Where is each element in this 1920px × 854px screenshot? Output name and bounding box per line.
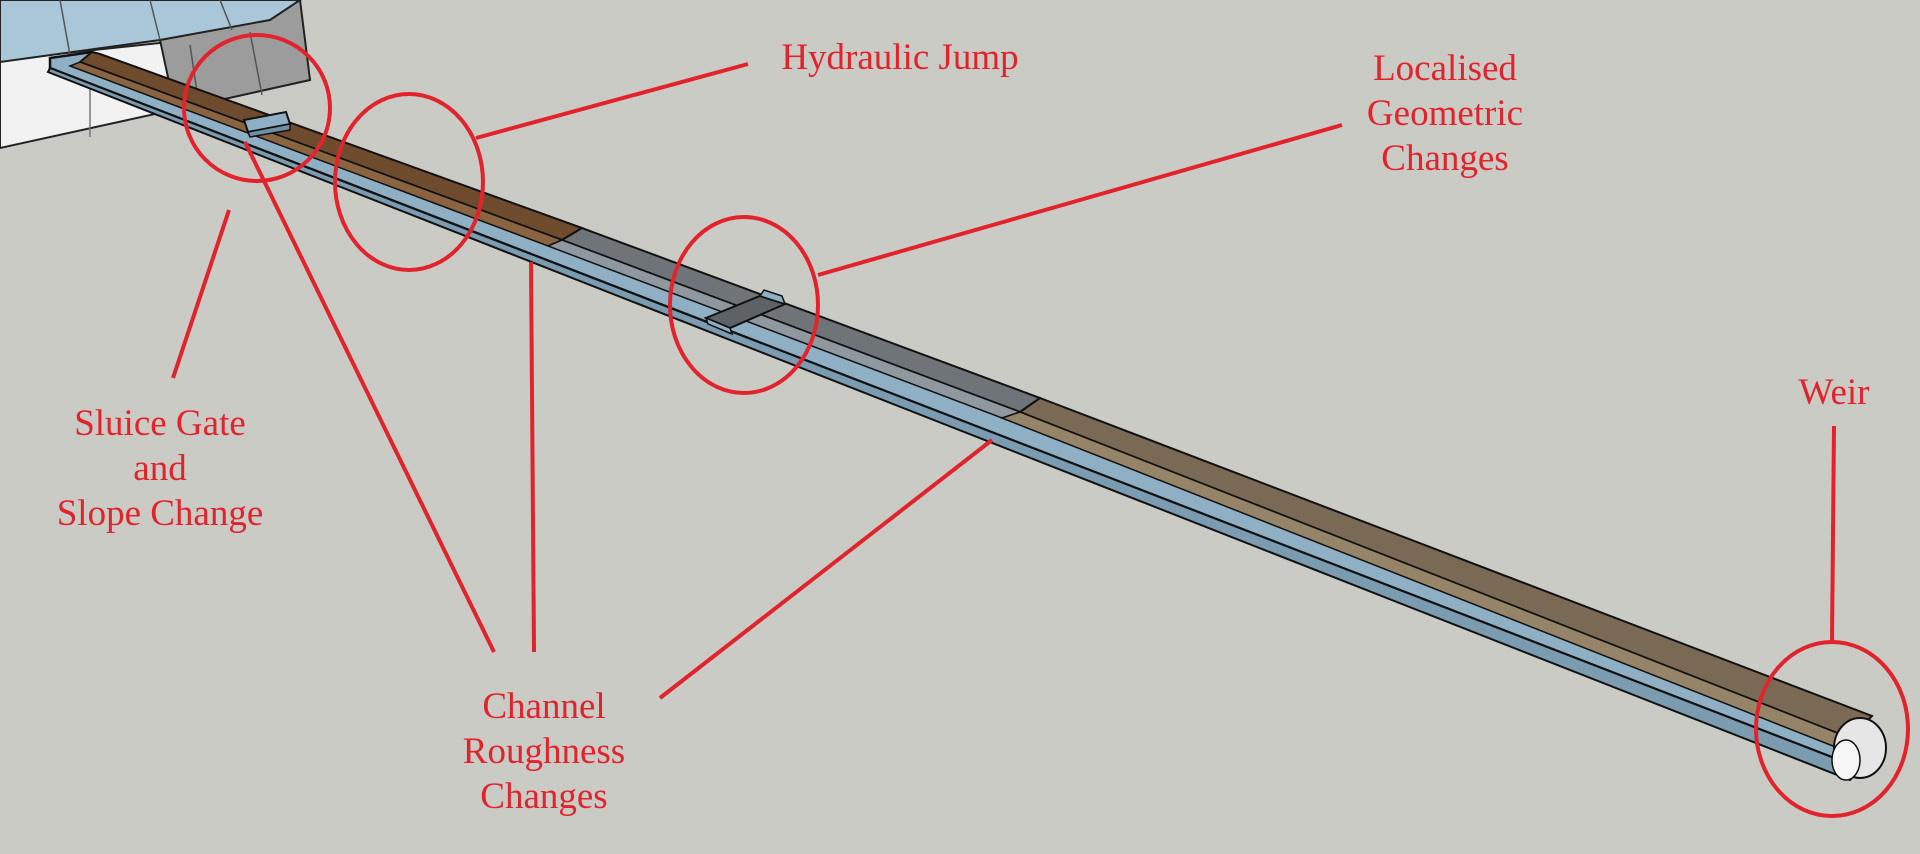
label-line: Changes [1381,138,1509,179]
weir [1831,717,1887,781]
weir-leader [1830,425,1836,643]
sluice-gate-circle [182,33,332,183]
geometric-step [703,289,788,336]
sluice-gate [242,110,292,138]
label-line: Roughness [462,731,626,772]
roughness-leader-1 [243,141,496,653]
bed-section-grey-floor [545,239,1023,419]
label-line: Geometric [1366,93,1524,134]
bed-section-grey [559,226,1043,414]
sluice-gate-leader [171,209,231,379]
label-line: Slope Change [56,493,264,534]
label-line: Sluice Gate [74,403,246,444]
bed-section-gravel [1017,396,1874,740]
bed-section-upstream-brown [78,50,585,242]
label-line: Weir [1798,372,1870,413]
geometric-changes-circle [668,215,820,395]
label-line: Localised [1373,48,1517,89]
hydraulic-jump-circle [333,92,485,272]
label-line: Hydraulic Jump [781,37,1019,78]
label-line: and [133,448,187,489]
label-weir: Weir [1744,370,1920,415]
hydraulic-jump-leader [475,62,749,140]
label-line: Changes [480,776,608,817]
label-roughness-changes: Channel Roughness Changes [414,684,674,819]
roughness-leader-2 [529,261,536,653]
label-geometric-changes: Localised Geometric Changes [1295,46,1595,181]
label-hydraulic-jump: Hydraulic Jump [700,35,1100,80]
annotation-marks [171,33,1910,818]
label-sluice-gate: Sluice Gate and Slope Change [20,401,300,536]
geometric-changes-leader [817,123,1343,277]
bed-section-gravel-floor [999,411,1852,749]
reservoir-water-surface [0,0,302,64]
label-line: Channel [482,686,606,727]
channel-bed [67,50,1874,749]
roughness-leader-3 [658,438,994,700]
